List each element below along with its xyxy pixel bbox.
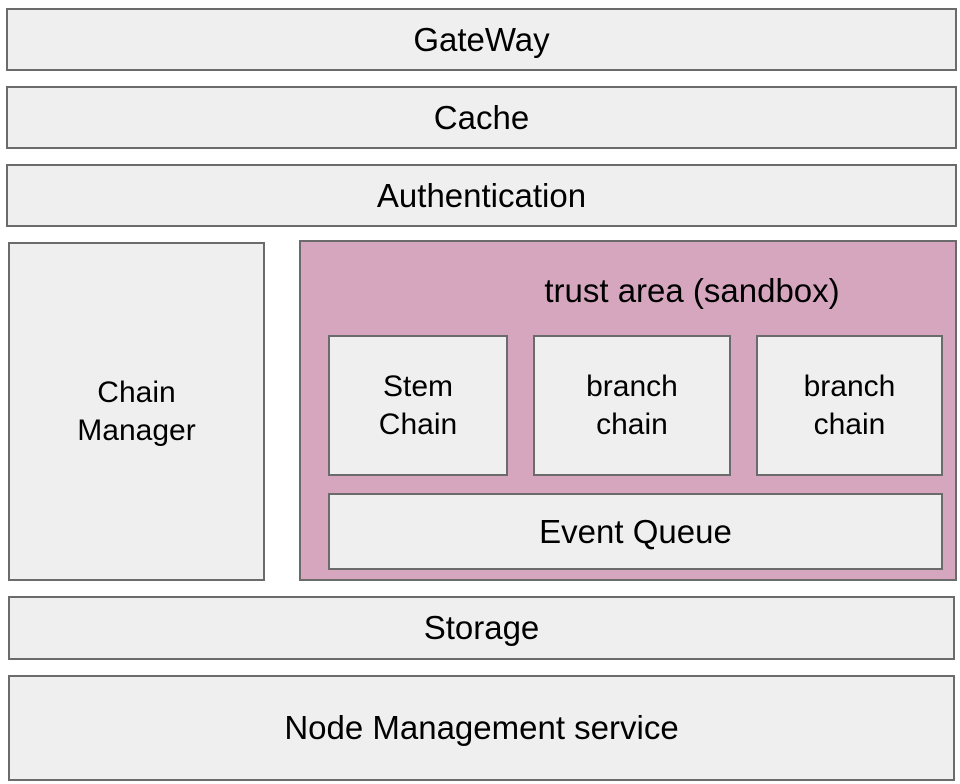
node-management-layer: Node Management service bbox=[8, 675, 955, 781]
chain-manager-box: Chain Manager bbox=[8, 242, 265, 581]
branch-chain-2-label-line1: branch bbox=[803, 369, 896, 403]
stem-chain-box: Stem Chain bbox=[328, 335, 508, 476]
cache-layer: Cache bbox=[6, 86, 957, 149]
branch-chain-1-label-line2: chain bbox=[596, 407, 668, 441]
chain-manager-label-line1: Chain bbox=[97, 375, 176, 409]
authentication-layer: Authentication bbox=[6, 164, 957, 227]
gateway-layer: GateWay bbox=[6, 8, 957, 71]
branch-chain-box-1: branch chain bbox=[533, 335, 731, 476]
storage-layer: Storage bbox=[8, 596, 955, 660]
event-queue-label: Event Queue bbox=[539, 512, 732, 550]
branch-chain-1-label-line1: branch bbox=[586, 369, 678, 403]
event-queue-box: Event Queue bbox=[328, 493, 943, 570]
stem-chain-label-line2: Chain bbox=[378, 407, 458, 441]
cache-label: Cache bbox=[433, 98, 530, 136]
node-management-label: Node Management service bbox=[284, 709, 679, 746]
sandbox-title: trust area (sandbox) bbox=[544, 272, 840, 309]
branch-chain-2-label-line2: chain bbox=[813, 407, 886, 441]
chain-manager-label-line2: Manager bbox=[77, 413, 196, 447]
branch-chain-box-2: branch chain bbox=[756, 335, 943, 476]
stem-chain-label-line1: Stem bbox=[382, 369, 453, 403]
storage-label: Storage bbox=[423, 609, 540, 646]
gateway-label: GateWay bbox=[413, 20, 550, 58]
authentication-label: Authentication bbox=[376, 176, 587, 214]
